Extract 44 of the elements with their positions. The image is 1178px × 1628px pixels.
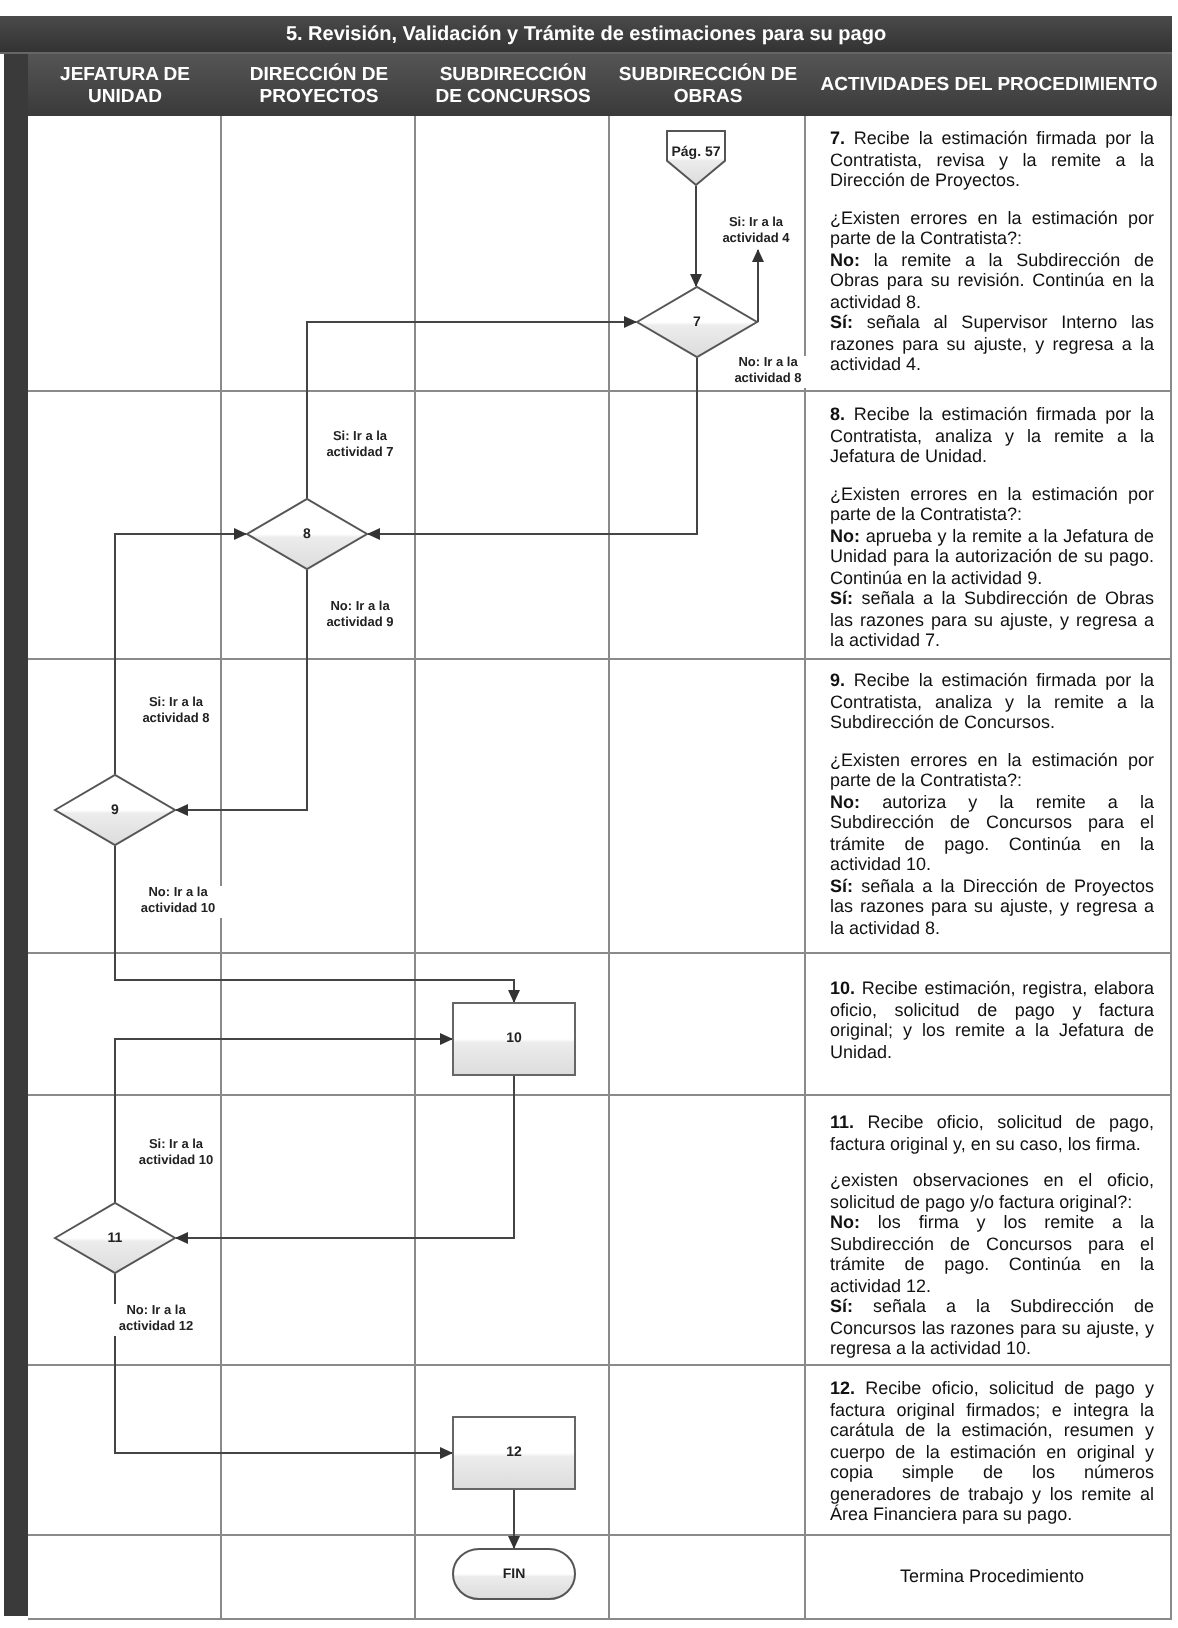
off-page-connector xyxy=(666,130,726,186)
connector-arrow xyxy=(690,185,702,287)
activity-text: 12. Recibe oficio, solicitud de pago y factura original firmados; e integra la carátula de la estimación, resumen y cuerpo de la estimación en original y copia simple de los números generadores de trabajo y los remite al Área Financiera para su pago. xyxy=(830,1378,1154,1525)
activity-text: ¿existen observaciones en el oficio, solicitud de pago y/o factura original?: xyxy=(830,1170,1154,1212)
activity-text: 11. Recibe oficio, solicitud de pago, factura original y, en su caso, los firma. xyxy=(830,1112,1154,1154)
decision-diamond xyxy=(246,498,368,570)
column-header: SUBDIRECCIÓN DE CONCURSOS xyxy=(433,61,593,111)
activity-text: No: la remite a la Subdirección de Obras para su revisión. Continúa en la actividad 8. xyxy=(830,249,1154,312)
column-header: SUBDIRECCIÓN DE OBRAS xyxy=(616,61,800,111)
column-header: JEFATURA DE UNIDAD xyxy=(58,61,192,111)
decision-diamond xyxy=(636,286,758,358)
activity-text: ¿Existen errores en la estimación por parte de la Contratista?: xyxy=(830,207,1154,249)
activity-text: Sí: señala al Supervisor Interno las razones para su ajuste, y regresa a la actividad 4. xyxy=(830,312,1154,375)
connector-arrow xyxy=(175,1075,515,1244)
activity-text: 8. Recibe la estimación firmada por la Contratista, analiza y la remite a la Jefatura de Unidad. xyxy=(830,404,1154,467)
connector-arrow xyxy=(114,845,520,1003)
activity-text: 7. Recibe la estimación firmada por la Contratista, revisa y la remite a la Dirección de Proyectos. xyxy=(830,128,1154,191)
activity-text: Termina Procedimiento xyxy=(899,1566,1085,1588)
connector-arrow xyxy=(114,1033,453,1203)
connector-arrow xyxy=(752,249,764,323)
activity-text: Sí: señala a la Subdirección de Obras las razones para su ajuste, y regresa a la actividad 7. xyxy=(830,588,1154,651)
activity-text: ¿Existen errores en la estimación por parte de la Contratista?: xyxy=(830,749,1154,791)
decision-diamond xyxy=(54,774,176,846)
connector-arrow xyxy=(114,528,247,775)
activity-text: Sí: señala a la Dirección de Proyectos las razones para su ajuste, y regresa a la actividad 8. xyxy=(830,875,1154,938)
terminator-shape xyxy=(452,1548,576,1600)
activity-text: 10. Recibe estimación, registra, elabora oficio, solicitud de pago y factura original; y los remite a la Jefatura de Unidad. xyxy=(830,978,1154,1062)
connector-arrow xyxy=(367,357,698,540)
activity-text: No: aprueba y la remite a la Jefatura de Unidad para la autorización de su pago. Continúa en la actividad 9. xyxy=(830,525,1154,588)
connector-arrow xyxy=(508,1489,520,1549)
connector-arrow xyxy=(175,569,308,816)
activity-text: 9. Recibe la estimación firmada por la Contratista, analiza y la remite a la Subdirección de Concursos. xyxy=(830,670,1154,733)
connector-arrow xyxy=(306,316,637,499)
column-header: DIRECCIÓN DE PROYECTOS xyxy=(247,61,391,111)
activity-text: No: autoriza y la remite a la Subdirección de Concursos para el trámite de pago. Continúa en la actividad 10. xyxy=(830,791,1154,875)
process-box xyxy=(452,1002,576,1076)
process-box xyxy=(452,1416,576,1490)
activity-text: Sí: señala a la Subdirección de Concursos las razones para su ajuste, y regresa a la actividad 10. xyxy=(830,1296,1154,1359)
column-header: ACTIVIDADES DEL PROCEDIMIENTO xyxy=(818,72,1160,100)
decision-diamond xyxy=(54,1202,176,1274)
activity-text: No: los firma y los remite a la Subdirección de Concursos para el trámite de pago. Continúa en la actividad 12. xyxy=(830,1212,1154,1296)
activity-text: ¿Existen errores en la estimación por parte de la Contratista?: xyxy=(830,483,1154,525)
connector-arrow xyxy=(114,1273,453,1459)
title-bar: 5. Revisión, Validación y Trámite de estimaciones para su pago xyxy=(0,16,1172,54)
